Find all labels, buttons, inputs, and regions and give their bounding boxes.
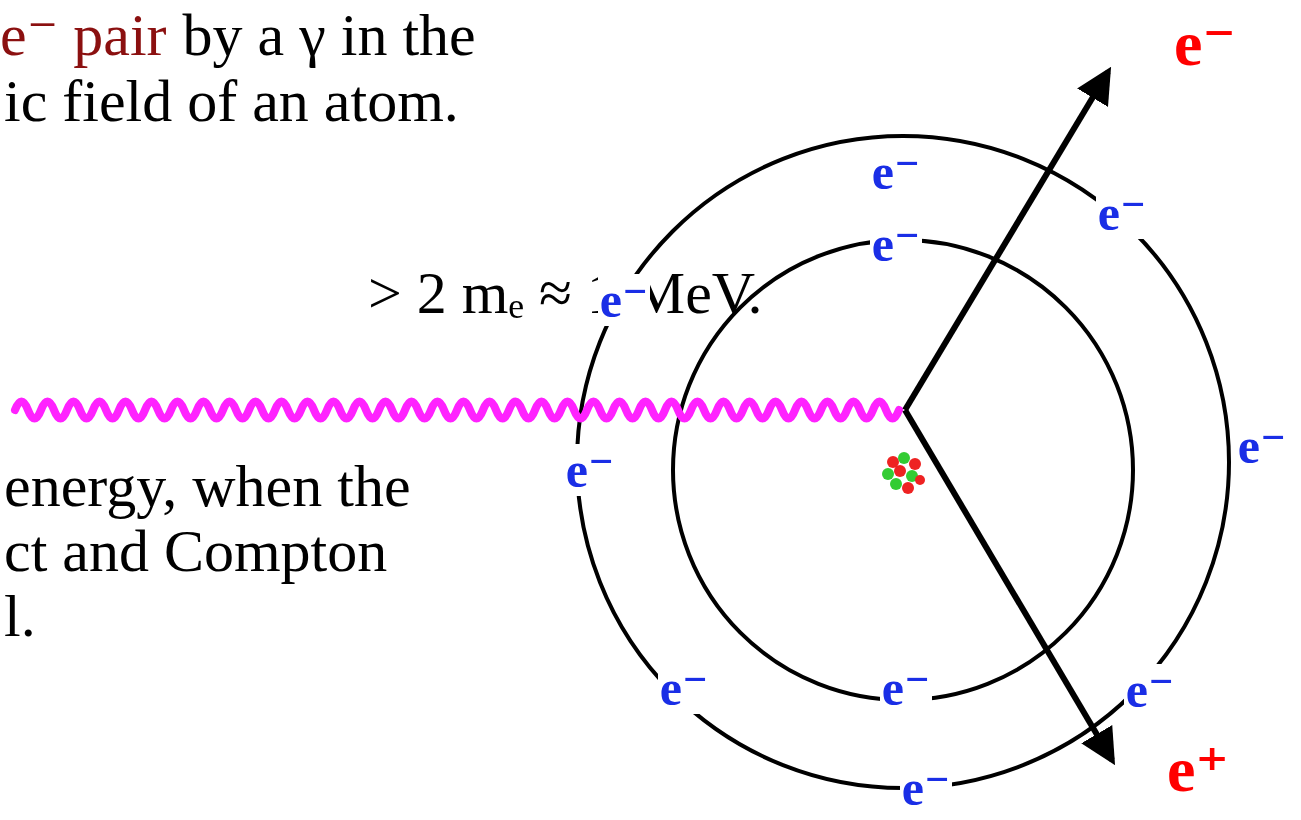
text-line: ic field of an atom. — [4, 70, 459, 133]
outer-orbit — [577, 136, 1229, 788]
emitted-positron-label: e⁺ — [1165, 736, 1231, 803]
electron-label: e⁻ — [870, 218, 923, 271]
text-line: > 2 mₑ ≈ 1 MeV. — [368, 262, 762, 325]
text-line: l. — [4, 585, 36, 648]
emitted-electron-label: e⁻ — [1172, 10, 1238, 77]
text-line: energy, when the — [4, 455, 411, 518]
electron-label: e⁻ — [1124, 664, 1177, 717]
positron-track — [905, 410, 1112, 760]
electron-label: e⁻ — [880, 662, 933, 715]
nucleus — [882, 452, 925, 494]
text-line: by a γ in the — [183, 4, 476, 67]
electron-track — [905, 72, 1108, 410]
photon-wave — [15, 402, 899, 419]
text-line: ct and Compton — [4, 520, 387, 583]
electron-label: e⁻ — [1096, 187, 1149, 240]
electron-label: e⁻ — [870, 146, 923, 199]
text-line: e⁻ pair — [0, 4, 167, 67]
electron-label: e⁻ — [900, 762, 953, 815]
electron-label: e⁻ — [658, 662, 711, 715]
electron-label: e⁻ — [1236, 420, 1289, 473]
electron-label: e⁻ — [598, 274, 651, 327]
electron-label: e⁻ — [564, 444, 617, 497]
